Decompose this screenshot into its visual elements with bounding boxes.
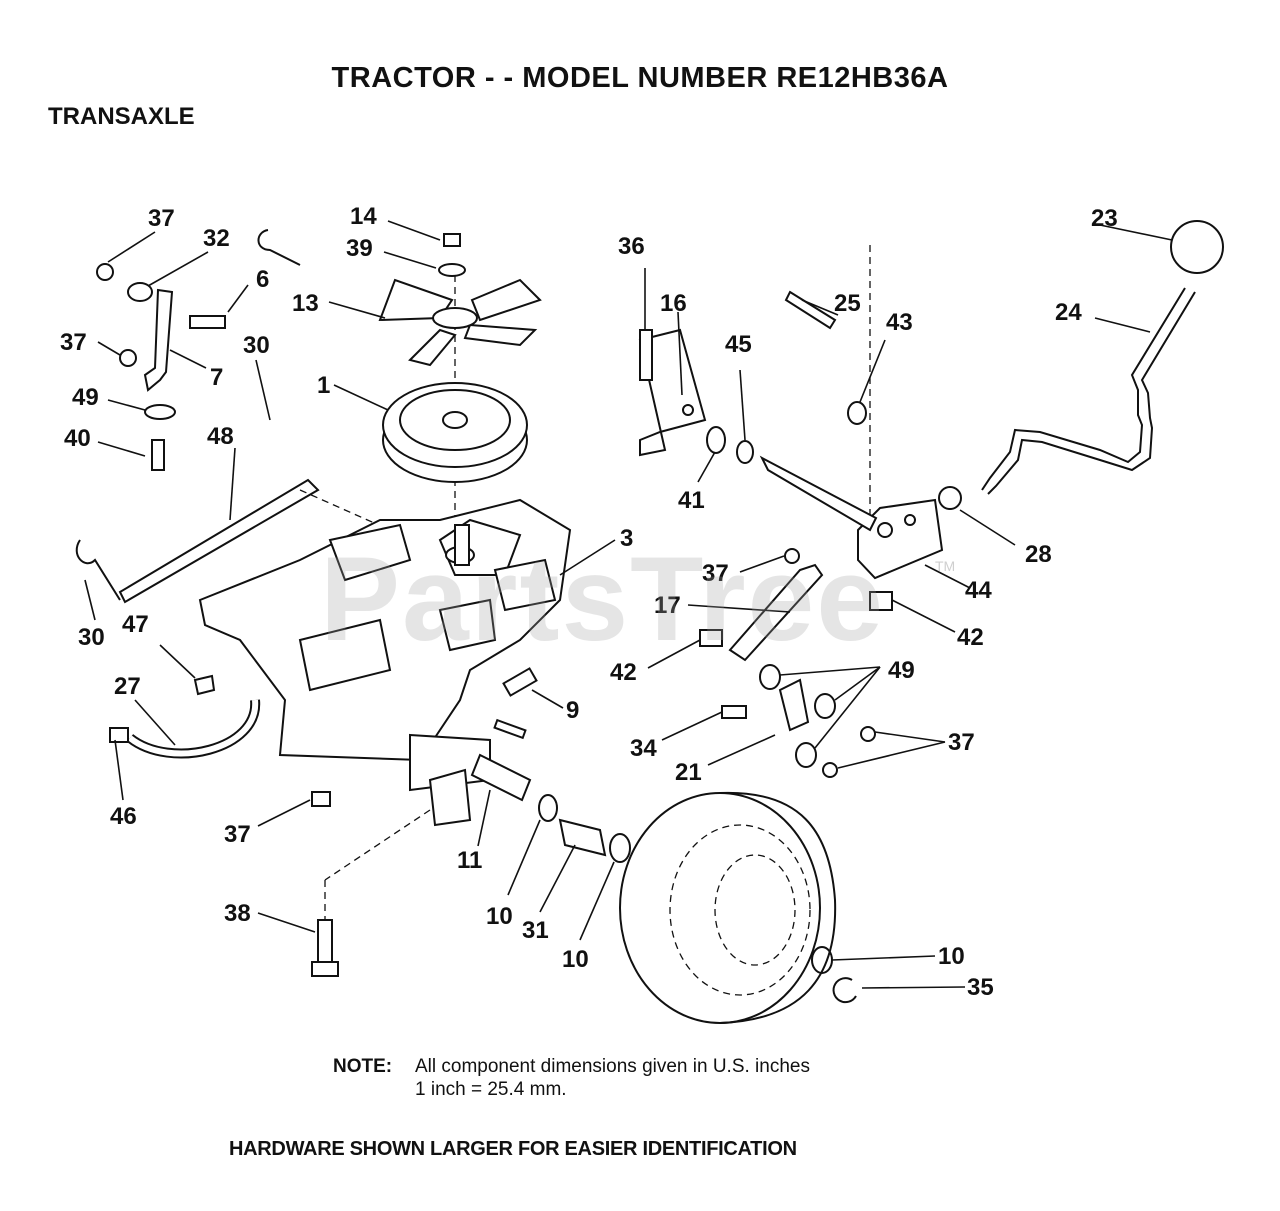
- washer-39: [438, 263, 466, 277]
- rod-48: [118, 478, 320, 604]
- bolt-42b: [869, 591, 893, 611]
- bracket-21: [778, 678, 810, 732]
- callout-16: 16: [660, 290, 687, 317]
- fan-13: [378, 278, 542, 367]
- bolt-38: [317, 919, 333, 969]
- spring-28: [938, 486, 962, 510]
- callout-49a: 49: [72, 384, 99, 411]
- callout-35: 35: [967, 974, 994, 1001]
- footer-note: HARDWARE SHOWN LARGER FOR EASIER IDENTIF…: [229, 1138, 797, 1160]
- link-17: [728, 563, 824, 662]
- callout-30b: 30: [78, 624, 105, 651]
- callout-11: 11: [457, 847, 482, 874]
- callout-37e: 37: [948, 729, 975, 756]
- callout-37b: 37: [60, 329, 87, 356]
- callout-45: 45: [725, 331, 752, 358]
- watermark: PartsTree: [320, 532, 886, 666]
- knob-23: [1170, 220, 1224, 274]
- bolt-6: [189, 315, 226, 329]
- nut-37b: [311, 791, 331, 807]
- axle-11: [470, 753, 532, 802]
- ring-45: [736, 440, 754, 464]
- note: NOTE: All component dimensions given in U…: [333, 1055, 810, 1101]
- callout-37d: 37: [702, 560, 729, 587]
- fitting-46: [109, 727, 129, 743]
- bolt-36: [639, 329, 653, 381]
- callout-49b: 49: [888, 657, 915, 684]
- callout-36: 36: [618, 233, 645, 260]
- callout-32: 32: [203, 225, 230, 252]
- clip-30a: [257, 229, 301, 266]
- spring-9: [502, 667, 538, 697]
- callout-42a: 42: [957, 624, 984, 651]
- section-title: TRANSAXLE: [48, 103, 195, 130]
- bolt-34: [721, 705, 747, 719]
- shift-lever-24: [981, 287, 1186, 491]
- callout-46: 46: [110, 803, 137, 830]
- callout-10b: 10: [562, 946, 589, 973]
- callout-25: 25: [834, 290, 861, 317]
- callout-34: 34: [630, 735, 657, 762]
- bracket-16: [638, 328, 707, 457]
- clip-30b: [75, 539, 121, 601]
- callout-28: 28: [1025, 541, 1052, 568]
- callout-10a: 10: [486, 903, 513, 930]
- washer-41: [706, 426, 726, 454]
- callout-37a: 37: [148, 205, 175, 232]
- bracket-7: [143, 288, 174, 392]
- callout-24: 24: [1055, 299, 1082, 326]
- callout-21: 21: [675, 759, 702, 786]
- bolt-40: [151, 439, 165, 471]
- callout-41: 41: [678, 487, 705, 514]
- callout-31: 31: [522, 917, 549, 944]
- callout-27: 27: [114, 673, 141, 700]
- callout-7: 7: [210, 364, 223, 391]
- pin-25: [784, 290, 837, 330]
- note-label: NOTE:: [333, 1056, 393, 1077]
- pulley-1: [382, 382, 528, 483]
- nut-14: [443, 233, 461, 247]
- bracket-44: [857, 498, 944, 580]
- transaxle-housing: [198, 498, 572, 827]
- callout-47: 47: [122, 611, 149, 638]
- callout-40: 40: [64, 425, 91, 452]
- callout-42b: 42: [610, 659, 637, 686]
- callout-13: 13: [292, 290, 319, 317]
- bolt-42a: [699, 629, 723, 647]
- callout-44: 44: [965, 577, 992, 604]
- callout-6: 6: [256, 266, 269, 293]
- callout-17: 17: [654, 592, 681, 619]
- callout-23: 23: [1091, 205, 1118, 232]
- watermark-trademark: TM: [935, 558, 956, 574]
- callout-3: 3: [620, 525, 633, 552]
- note-line-2: 1 inch = 25.4 mm.: [415, 1079, 567, 1100]
- callout-48: 48: [207, 423, 234, 450]
- page-title: TRACTOR - - MODEL NUMBER RE12HB36A: [331, 62, 949, 94]
- callout-30a: 30: [243, 332, 270, 359]
- fitting-47: [193, 674, 216, 696]
- wheel: [619, 791, 837, 1024]
- callout-10c: 10: [938, 943, 965, 970]
- callout-14: 14: [350, 203, 377, 230]
- callout-37c: 37: [224, 821, 251, 848]
- washer-43: [847, 401, 867, 425]
- callout-39: 39: [346, 235, 373, 262]
- callout-9: 9: [566, 697, 579, 724]
- callout-38: 38: [224, 900, 251, 927]
- note-line-1: All component dimensions given in U.S. i…: [415, 1056, 810, 1077]
- callout-1: 1: [317, 372, 330, 399]
- callout-43: 43: [886, 309, 913, 336]
